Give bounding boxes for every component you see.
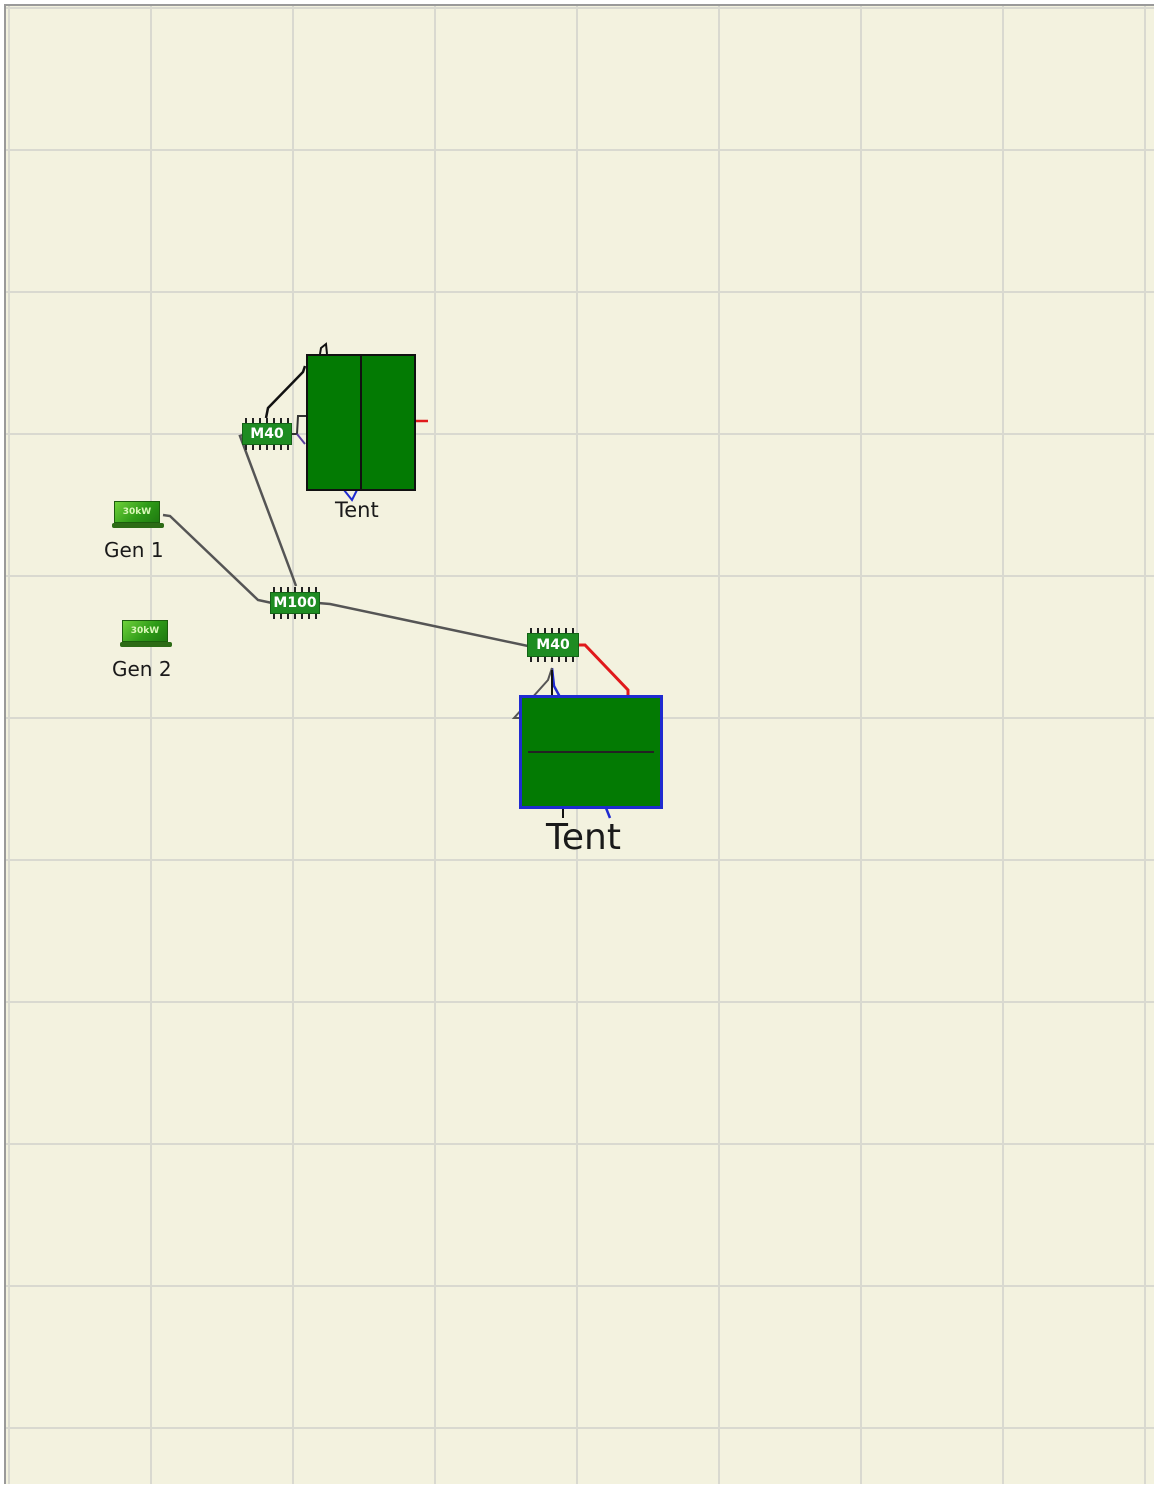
generator-gen2[interactable]: 30kW (120, 619, 172, 647)
wire-tent-blue-stub (343, 489, 358, 502)
distribution-box-m100[interactable]: M100 (270, 587, 320, 619)
generator-badge: 30kW (122, 620, 168, 642)
generator-gen1-label: Gen 1 (104, 538, 164, 562)
generator-base (112, 523, 164, 528)
wire-m40-tent-upper-2[interactable] (291, 415, 306, 435)
tent-lower-selected[interactable] (519, 695, 663, 809)
tent-lower-label: Tent (546, 817, 621, 858)
generator-gen2-label: Gen 2 (112, 657, 172, 681)
wire-gen1-m100[interactable] (162, 513, 273, 605)
tent-upper-label: Tent (335, 498, 379, 522)
wire-m40-tent-blue[interactable] (550, 667, 562, 698)
wire-m40-tent-red[interactable] (578, 643, 630, 697)
tent-divider (528, 751, 654, 753)
wire-tent-bottom-stub-2 (604, 807, 612, 819)
distribution-box-m40-upper[interactable]: M40 (242, 418, 292, 450)
generator-badge: 30kW (114, 501, 160, 523)
tent-upper[interactable] (306, 354, 416, 491)
tent-divider (360, 356, 362, 489)
generator-gen1[interactable]: 30kW (112, 500, 164, 528)
generator-base (120, 642, 172, 647)
wire-m40-tent-upper-3[interactable] (296, 433, 306, 445)
wire-tent-top-stub (319, 342, 328, 355)
wire-m100-m40-upper[interactable] (238, 432, 298, 587)
wire-m40-tent-upper[interactable] (264, 365, 307, 419)
wire-m100-m40-lower[interactable] (317, 601, 529, 648)
distribution-box-m40-lower[interactable]: M40 (527, 628, 579, 662)
